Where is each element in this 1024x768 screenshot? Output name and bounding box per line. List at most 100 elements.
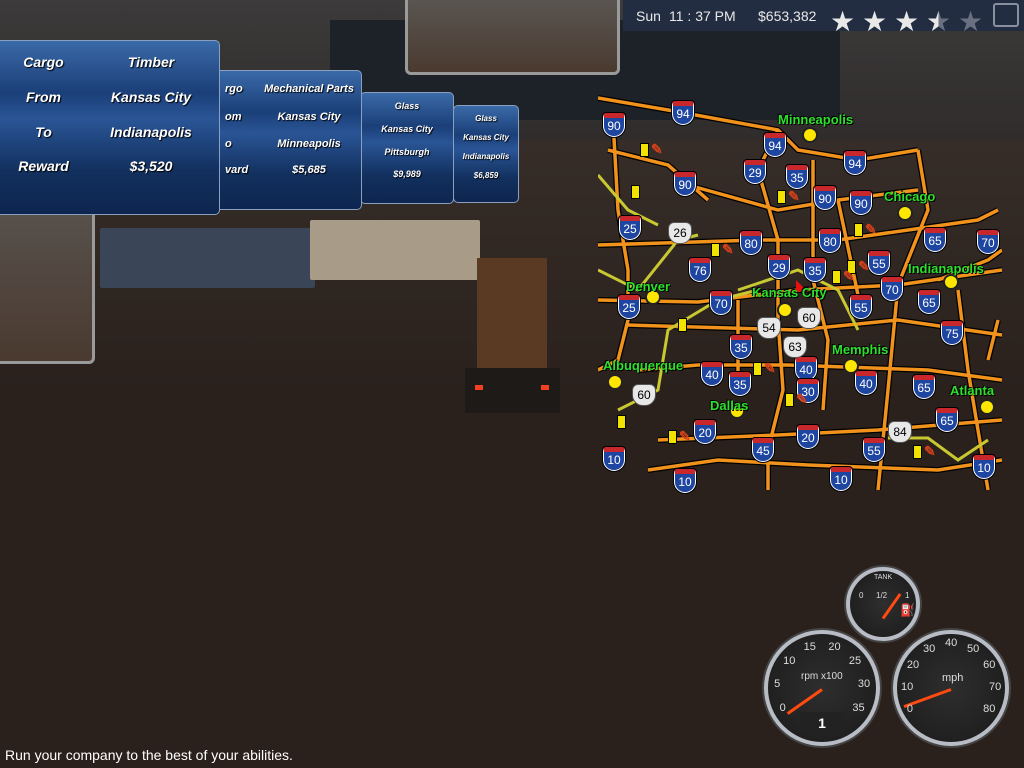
interstate-shield-icon: 35	[786, 165, 808, 189]
gauge-tick-label: 40	[945, 637, 958, 649]
city-marker[interactable]	[645, 289, 661, 305]
cargo-value: Glass	[475, 114, 497, 123]
gas-station-icon	[832, 270, 841, 284]
gas-station-icon	[711, 243, 720, 257]
interstate-shield-icon: 29	[744, 160, 766, 184]
city-marker[interactable]	[777, 302, 793, 318]
gas-station-icon	[854, 223, 863, 237]
repair-shop-icon: ✎	[796, 391, 808, 407]
city-label[interactable]: Denver	[626, 279, 671, 294]
interstate-shield-icon: 65	[918, 290, 940, 314]
city-marker[interactable]	[943, 274, 959, 290]
cargo-card-4[interactable]: Glass Kansas City Indianapolis $6,859	[453, 105, 519, 203]
us-route-shield-icon: 63	[783, 336, 807, 358]
interstate-shield-icon: 35	[804, 258, 826, 282]
gauge-tick-label: 20	[906, 659, 920, 671]
gas-station-icon	[785, 393, 794, 407]
repair-shop-icon: ✎	[924, 443, 936, 459]
highway	[986, 319, 1000, 361]
repair-shop-icon: ✎	[788, 188, 800, 204]
highway	[836, 199, 860, 296]
cargo-card-2[interactable]: rgo om o vard Mechanical Parts Kansas Ci…	[210, 70, 362, 210]
gas-station-icon	[753, 362, 762, 376]
camera-preview-top	[405, 0, 620, 75]
interstate-shield-icon: 10	[674, 469, 696, 493]
repair-shop-icon: ✎	[722, 241, 734, 257]
interstate-shield-icon: 40	[701, 362, 723, 386]
reward-label: vard	[225, 164, 249, 176]
to-value: Pittsburgh	[384, 147, 430, 157]
gauge-tick-label: 10	[901, 681, 914, 693]
interstate-shield-icon: 65	[913, 375, 935, 399]
interstate-shield-icon: 25	[618, 295, 640, 319]
us-route-shield-icon: 54	[757, 317, 781, 339]
rpm-needle	[786, 688, 823, 715]
city-marker[interactable]	[802, 127, 818, 143]
city-label[interactable]: Indianapolis	[908, 261, 984, 276]
fuel-empty-label: 0	[859, 591, 864, 600]
minor-road	[598, 174, 659, 227]
star-icon: ★	[894, 6, 920, 37]
reward-value: $9,989	[393, 169, 421, 179]
fuel-full-label: 1	[905, 591, 910, 600]
money: $653,382	[758, 8, 817, 24]
city-label[interactable]: Albuquerque	[603, 358, 684, 373]
cargo-card-1[interactable]: Cargo From To Reward Timber Kansas City …	[0, 40, 220, 215]
gauge-tick-label: 15	[803, 640, 816, 653]
cargo-card-3[interactable]: Glass Kansas City Pittsburgh $9,989	[360, 92, 454, 204]
city-marker[interactable]	[607, 374, 623, 390]
day: Sun	[636, 8, 661, 24]
interstate-shield-icon: 70	[710, 291, 732, 315]
us-route-shield-icon: 60	[632, 384, 656, 406]
cargo-label: rgo	[225, 83, 243, 95]
gas-station-icon	[678, 318, 687, 332]
city-label[interactable]: Atlanta	[950, 383, 995, 398]
truck-icon[interactable]	[993, 3, 1019, 27]
city-label[interactable]: Minneapolis	[778, 112, 854, 127]
interstate-shield-icon: 90	[850, 191, 872, 215]
reward-value: $5,685	[292, 164, 326, 176]
repair-shop-icon: ✎	[843, 268, 855, 284]
to-value: Indianapolis	[462, 152, 510, 161]
interstate-shield-icon: 35	[729, 372, 751, 396]
star-icon: ★	[862, 6, 888, 37]
empty-star-icon: ★	[958, 6, 984, 37]
city-label[interactable]: Kansas City	[752, 285, 827, 300]
city-label[interactable]: Memphis	[832, 342, 889, 357]
gauge-tick-label: 35	[852, 702, 865, 714]
cargo-value: Mechanical Parts	[264, 83, 354, 95]
interstate-shield-icon: 80	[740, 231, 762, 255]
highway	[598, 96, 919, 162]
gauge-tick-label: 10	[783, 654, 796, 667]
star-icon: ★	[830, 6, 856, 37]
city-label[interactable]: Chicago	[884, 189, 936, 204]
gas-station-icon	[640, 143, 649, 157]
to-value: Indianapolis	[110, 124, 192, 140]
trailer	[100, 228, 315, 288]
city-label[interactable]: Dallas	[710, 398, 749, 413]
city-marker[interactable]	[729, 403, 745, 419]
interstate-shield-icon: 29	[768, 255, 790, 279]
interstate-shield-icon: 90	[674, 172, 696, 196]
reward-value: $3,520	[129, 158, 173, 174]
interstate-shield-icon: 94	[672, 101, 694, 125]
cargo-label: Cargo	[23, 54, 64, 70]
interstate-shield-icon: 10	[830, 467, 852, 491]
clock: 11 : 37 PM	[669, 8, 736, 24]
city-marker[interactable]	[897, 205, 913, 221]
interstate-shield-icon: 30	[797, 379, 819, 403]
city-marker[interactable]	[843, 358, 859, 374]
interstate-shield-icon: 25	[619, 216, 641, 240]
interstate-shield-icon: 90	[603, 113, 625, 137]
interstate-shield-icon: 70	[881, 277, 903, 301]
gauge-tick-label: 60	[983, 659, 996, 671]
interstate-shield-icon: 76	[689, 258, 711, 282]
city-marker[interactable]	[979, 399, 995, 415]
interstate-shield-icon: 10	[973, 455, 995, 479]
us-route-shield-icon: 84	[888, 421, 912, 443]
from-label: om	[225, 111, 242, 123]
gauge-tick-label: 25	[848, 654, 862, 667]
top-status-bar: Sun 11 : 37 PM $653,382 ★ ★ ★ ★ ★	[623, 0, 1024, 36]
